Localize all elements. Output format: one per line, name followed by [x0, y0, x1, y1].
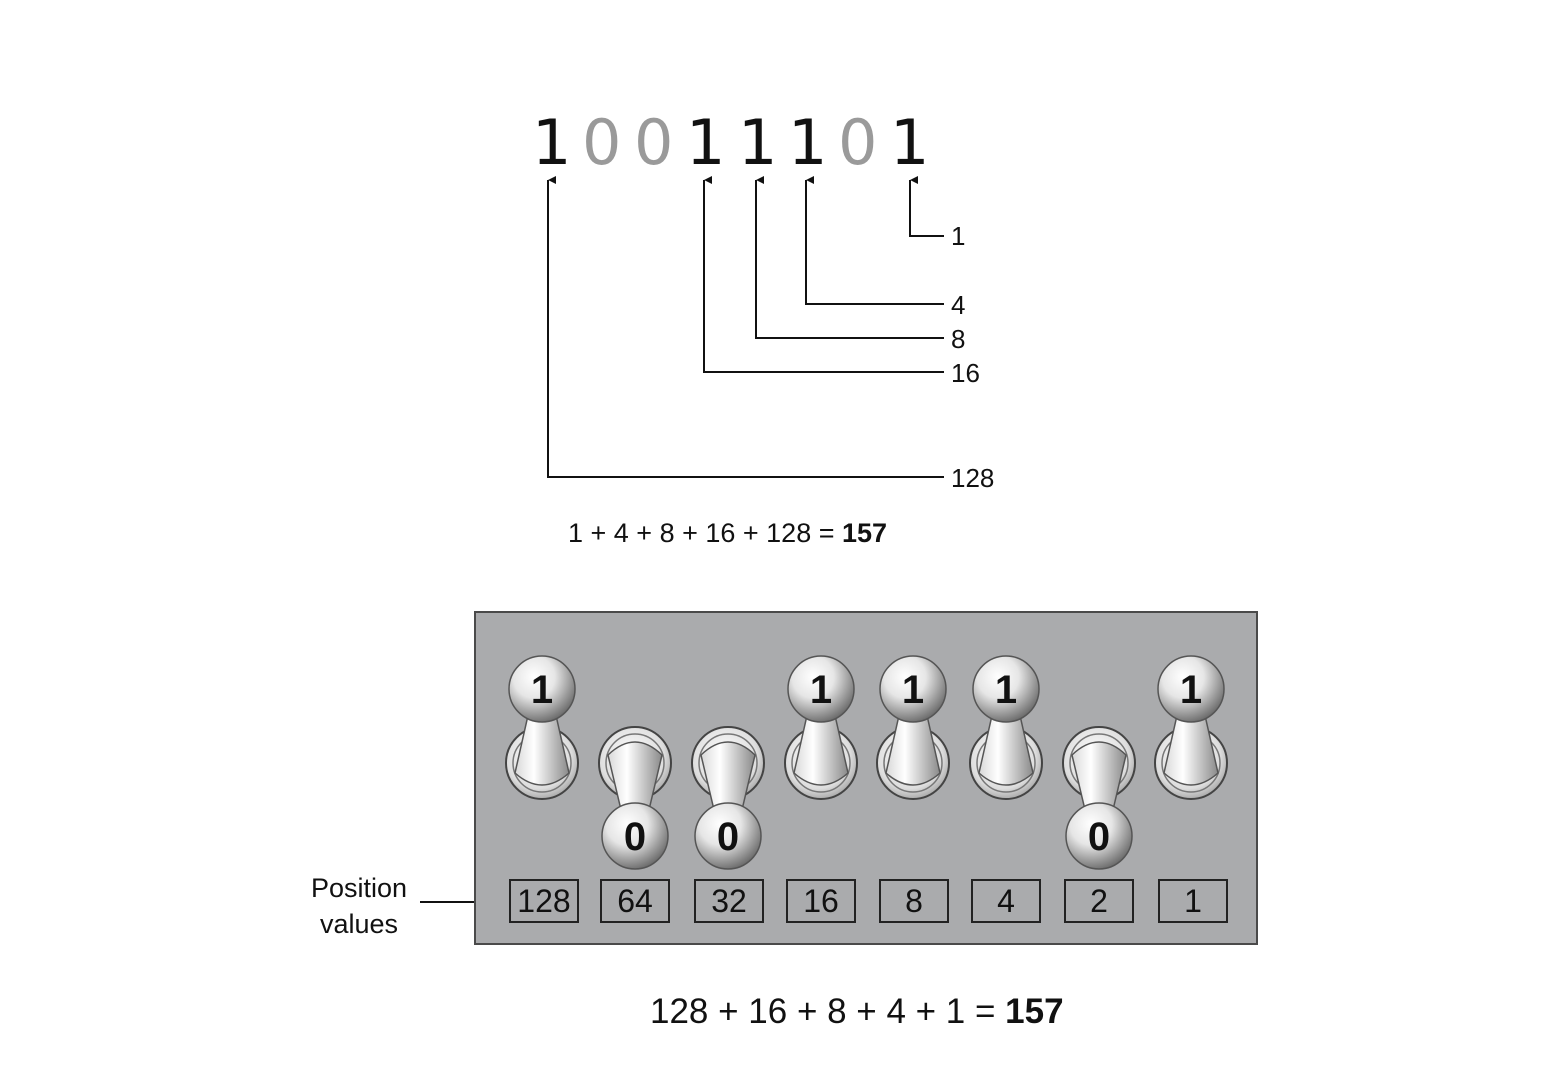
- switch-state-label: 0: [624, 815, 646, 859]
- switch-state-label: 1: [810, 668, 832, 712]
- bottom-equation-terms: 128 + 16 + 8 + 4 + 1 =: [650, 992, 1005, 1031]
- toggle-switch: 0: [1063, 727, 1135, 869]
- bottom-equation-total: 157: [1005, 992, 1063, 1031]
- position-values-label: Position values: [296, 870, 422, 942]
- position-value-box: 16: [786, 879, 856, 923]
- toggle-switch: 0: [692, 727, 764, 869]
- position-value-box: 128: [509, 879, 579, 923]
- position-value-box: 2: [1064, 879, 1134, 923]
- switch-state-label: 1: [902, 668, 924, 712]
- switch-state-label: 0: [717, 815, 739, 859]
- switch-state-label: 0: [1088, 815, 1110, 859]
- switch-state-label: 1: [1180, 668, 1202, 712]
- position-label-line: Position: [296, 870, 422, 906]
- position-value-box: 1: [1158, 879, 1228, 923]
- switch-state-label: 1: [531, 668, 553, 712]
- position-value-box: 64: [600, 879, 670, 923]
- toggle-switch: 0: [599, 727, 671, 869]
- position-value-box: 4: [971, 879, 1041, 923]
- bottom-equation: 128 + 16 + 8 + 4 + 1 = 157: [650, 994, 1064, 1029]
- position-value-box: 32: [694, 879, 764, 923]
- position-label-line: values: [296, 906, 422, 942]
- toggle-switch: 1: [506, 656, 578, 799]
- toggle-switch: 1: [785, 656, 857, 799]
- position-value-box: 8: [879, 879, 949, 923]
- toggle-switch: 1: [1155, 656, 1227, 799]
- switch-state-label: 1: [995, 668, 1017, 712]
- toggle-switch: 1: [877, 656, 949, 799]
- toggle-switch: 1: [970, 656, 1042, 799]
